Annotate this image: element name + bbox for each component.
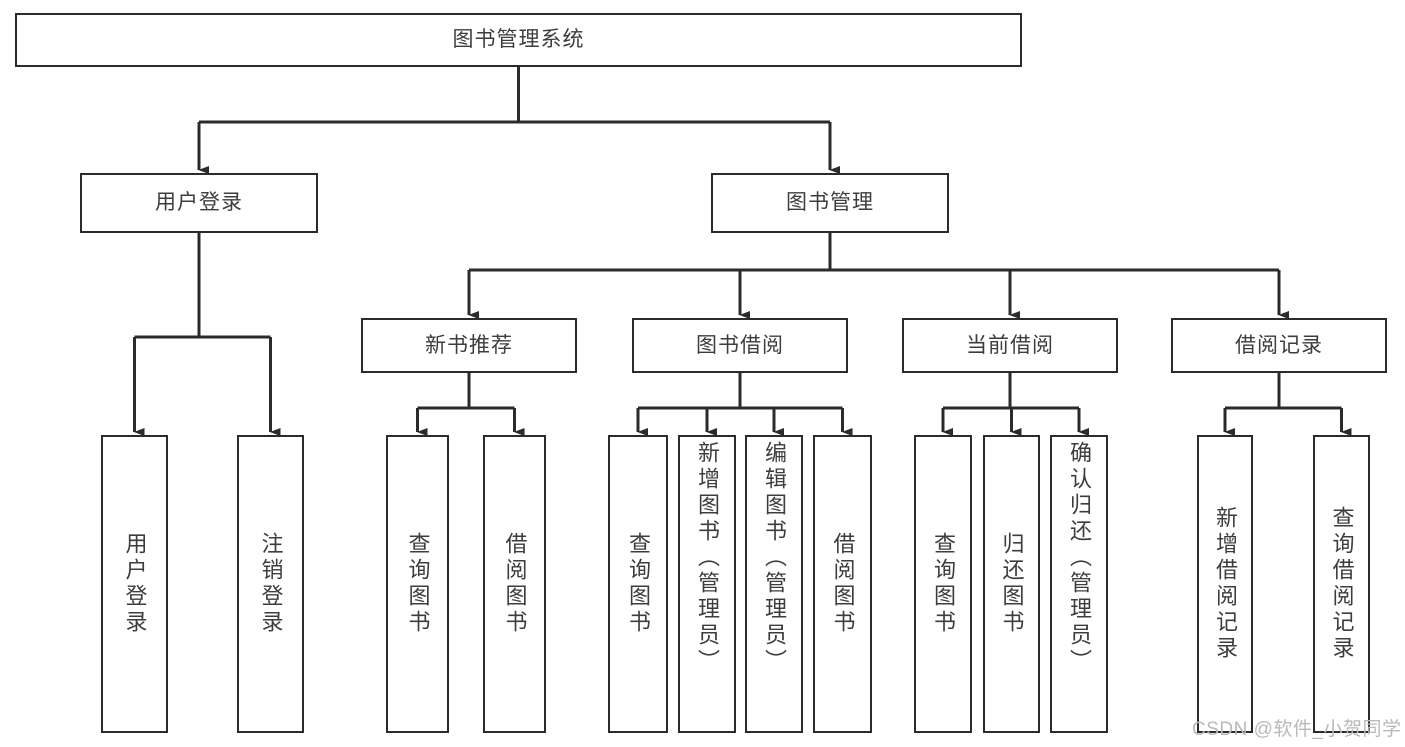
node-box: 图书借阅: [632, 318, 848, 373]
node-label: 借阅图书: [830, 532, 856, 636]
node-label: 借阅图书: [502, 532, 528, 636]
node-box: 借阅记录: [1171, 318, 1387, 373]
leaf-node-box: 新增借阅记录: [1197, 435, 1253, 733]
node-label: 查询借阅记录: [1329, 506, 1355, 662]
node-label: 用户登录: [122, 532, 148, 636]
leaf-node-box: 借阅图书: [813, 435, 872, 733]
node-box: 图书管理系统: [15, 13, 1022, 67]
leaf-node-box: 查询图书: [386, 435, 449, 733]
node-label: 当前借阅: [966, 333, 1054, 357]
leaf-node-box: 查询图书: [608, 435, 668, 733]
node-label: 新书推荐: [425, 333, 513, 357]
leaf-node-box: 注销登录: [237, 435, 304, 733]
node-box: 新书推荐: [361, 318, 577, 373]
csdn-watermark: CSDN @软件_小贺同学: [1192, 719, 1402, 740]
leaf-node-box: 借阅图书: [483, 435, 546, 733]
node-label: 编辑图书（管理员）: [761, 441, 787, 675]
node-label: 查询图书: [405, 532, 431, 636]
leaf-node-box: 查询图书: [914, 435, 972, 733]
node-label: 归还图书: [999, 532, 1025, 636]
node-label: 确认归还（管理员）: [1066, 441, 1092, 675]
node-box: 用户登录: [80, 173, 318, 233]
node-label: 查询图书: [625, 532, 651, 636]
leaf-node-box: 用户登录: [101, 435, 168, 733]
node-label: 图书管理系统: [452, 28, 585, 52]
edge-layer: [133, 67, 1352, 437]
node-label: 用户登录: [155, 191, 243, 215]
leaf-node-box: 确认归还（管理员）: [1050, 435, 1108, 733]
leaf-node-box: 归还图书: [983, 435, 1040, 733]
leaf-node-box: 新增图书（管理员）: [678, 435, 736, 733]
node-label: 图书借阅: [696, 333, 784, 357]
node-label: 新增图书（管理员）: [694, 441, 720, 675]
node-label: 注销登录: [258, 532, 284, 636]
node-label: 借阅记录: [1235, 333, 1323, 357]
node-label: 新增借阅记录: [1212, 506, 1238, 662]
node-label: 图书管理: [786, 191, 874, 215]
leaf-node-box: 查询借阅记录: [1313, 435, 1370, 733]
leaf-node-box: 编辑图书（管理员）: [745, 435, 803, 733]
node-box: 图书管理: [711, 173, 949, 233]
node-label: 查询图书: [930, 532, 956, 636]
node-box: 当前借阅: [902, 318, 1118, 373]
